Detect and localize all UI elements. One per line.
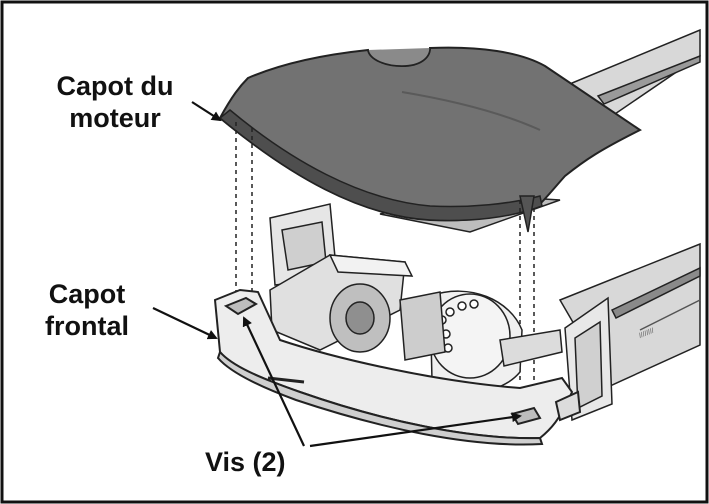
arrow-motor-cover [191, 101, 222, 122]
callout-arrows [152, 101, 522, 448]
right-bracket [564, 296, 613, 422]
arrow-screw-left [242, 316, 305, 447]
motor-assembly [269, 254, 563, 392]
label-front-cover-line1: Capot [48, 279, 126, 309]
arrow-front-cover [152, 307, 218, 340]
label-motor-cover: Capot du moteur [30, 70, 200, 134]
motor-cover [218, 46, 642, 233]
label-motor-cover-line2: moteur [69, 103, 161, 133]
label-screws: Vis (2) [205, 447, 286, 477]
label-front-cover-line2: frontal [45, 311, 129, 341]
label-motor-cover-line1: Capot du [56, 71, 174, 101]
arrow-screw-right [309, 412, 522, 448]
label-front-cover: Capot frontal [22, 278, 152, 342]
